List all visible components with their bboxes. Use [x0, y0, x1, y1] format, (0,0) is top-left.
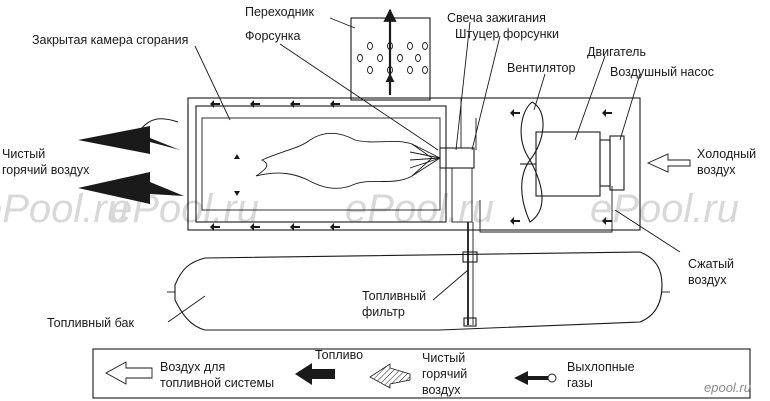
label-motor: Двигатель [587, 45, 646, 59]
flame-shape [255, 132, 433, 189]
legend-air-fuel: Воздух для [160, 360, 225, 374]
watermark-text: ePool.ru [345, 187, 494, 231]
label-fuel-filter: Топливный [362, 289, 426, 303]
legend-clean-hot: горячий [422, 367, 467, 381]
fuel-tank [174, 251, 663, 331]
label-clean-hot-air: Чистый [2, 147, 45, 161]
legend-fuel-arrow [295, 363, 335, 385]
fuel-filter-bottom [463, 317, 477, 327]
label-cold-air: Холодный [697, 147, 756, 161]
label-closed-chamber: Закрытая камера сгорания [32, 33, 188, 47]
watermark-text: ePool.ru [590, 187, 739, 231]
adapter-chimney [350, 8, 431, 101]
air-flow-arrows [210, 100, 612, 231]
site-logo: epool.ru [704, 380, 751, 395]
legend-box: Воздух для топливной системы Топливо Чис… [92, 348, 751, 399]
legend-air-arrow [105, 361, 153, 385]
air-pump-body [599, 135, 625, 191]
label-spark-plug: Свеча зажигания [447, 11, 546, 25]
legend-exhaust: газы [567, 376, 593, 390]
legend-clean-hot-arrow [369, 363, 411, 389]
hot-air-outlet-arrow [78, 172, 184, 204]
label-nozzle-fitting: Штуцер форсунки [455, 27, 559, 41]
cold-air-intake-arrow [646, 153, 691, 173]
label-compressed-air: Сжатый [688, 257, 734, 271]
legend-clean-hot: Чистый [422, 351, 465, 365]
label-clean-hot-air: горячий воздух [2, 163, 90, 177]
label-air-pump: Воздушный насос [610, 65, 714, 79]
label-fuel-filter: фильтр [362, 305, 405, 319]
hot-air-outlet-arrow [78, 126, 180, 154]
compressed-air-line [479, 186, 613, 233]
legend-fuel: Топливо [315, 348, 363, 362]
fuel-filter [462, 251, 478, 263]
nozzle-spray [409, 143, 441, 177]
legend-exhaust: Выхлопные [567, 360, 635, 374]
legend-clean-hot: воздух [422, 383, 461, 397]
label-compressed-air: воздух [688, 273, 727, 287]
label-adapter: Переходник [245, 5, 315, 19]
fuel-line [467, 222, 474, 325]
legend-air-fuel: топливной системы [160, 376, 274, 390]
label-fuel-tank: Топливный бак [47, 316, 134, 330]
label-cold-air: воздух [697, 163, 736, 177]
fan-blades [520, 101, 544, 223]
leader-lines [167, 17, 681, 323]
label-nozzle: Форсунка [245, 29, 301, 43]
label-fan: Вентилятор [507, 61, 575, 75]
legend-exhaust-arrow [514, 371, 548, 385]
